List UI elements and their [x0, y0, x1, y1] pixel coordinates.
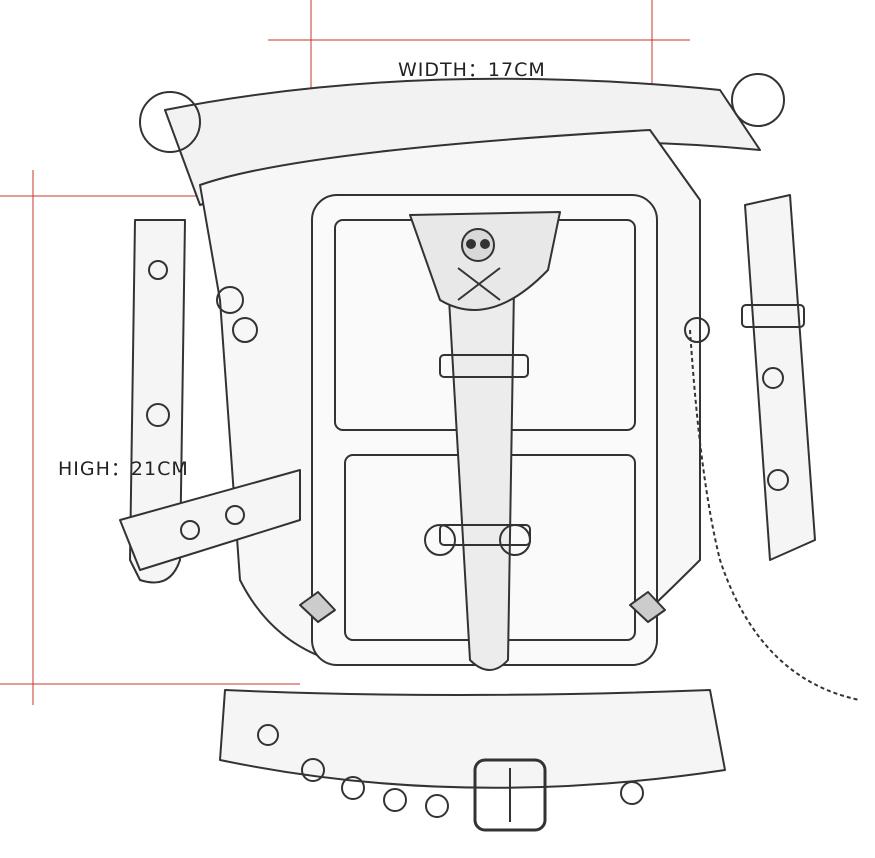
- skull-eye-left: [466, 239, 476, 249]
- height-dimension-label: HIGH：21CM: [58, 458, 189, 480]
- skull-flap: [409, 211, 561, 311]
- leg-grommet-6: [620, 781, 644, 805]
- stud-left: [299, 591, 336, 623]
- leg-grommet-4: [383, 788, 407, 812]
- grommet-left-2: [146, 403, 170, 427]
- width-dimension-label: WIDTH：17CM: [398, 59, 546, 81]
- grommet-diag-2: [225, 505, 245, 525]
- skull-crossbones-emblem: [457, 228, 501, 301]
- grommet-right-2: [767, 469, 789, 491]
- d-ring-side-left-2: [232, 317, 258, 343]
- stud-right: [629, 591, 666, 623]
- grommet-right-1: [762, 367, 784, 389]
- left-side-strap: [129, 219, 186, 584]
- round-emblem-left: [424, 524, 456, 556]
- grommet-diag-1: [180, 520, 200, 540]
- dimension-guides: [0, 0, 690, 705]
- skull-eye-right: [480, 239, 490, 249]
- chain: [689, 329, 861, 701]
- grommet-left-1: [148, 260, 168, 280]
- skull-head: [461, 228, 495, 262]
- d-ring-side-left: [216, 286, 244, 314]
- d-ring-top-right: [731, 73, 785, 127]
- leg-grommet-5: [425, 794, 449, 818]
- diagonal-strap-left: [119, 469, 301, 571]
- center-tongue-strap: [444, 224, 516, 671]
- right-side-strap: [744, 194, 816, 561]
- leg-grommet-1: [257, 724, 279, 746]
- crossbone-b: [457, 267, 501, 301]
- strap-keeper-upper: [439, 354, 529, 378]
- right-strap-keeper: [741, 304, 805, 328]
- d-ring-side-right: [684, 317, 710, 343]
- leg-grommet-2: [301, 758, 325, 782]
- leg-strap: [219, 689, 726, 789]
- leg-grommet-3: [341, 776, 365, 800]
- leg-strap-buckle: [473, 758, 547, 832]
- bag-outline: [119, 73, 861, 832]
- round-emblem-right: [499, 524, 531, 556]
- d-ring-top-left: [139, 91, 201, 153]
